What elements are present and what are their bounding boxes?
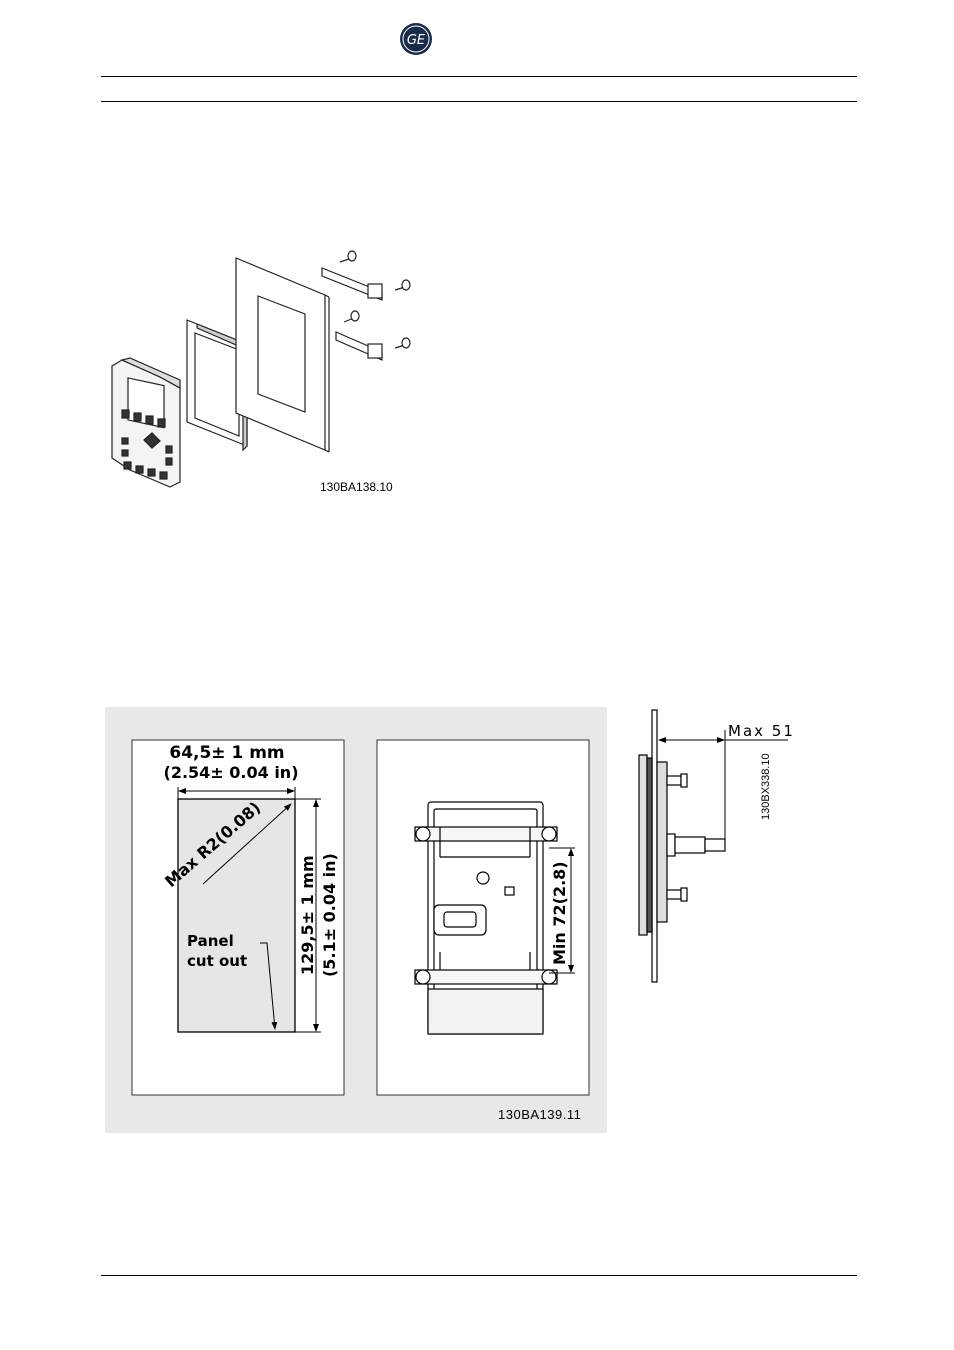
lcp-mounting-kit-illustration — [100, 240, 430, 510]
min-label: Min 72(2.8) — [550, 861, 569, 965]
height-label-in: (5.1± 0.04 in) — [320, 853, 339, 977]
screws — [340, 251, 410, 348]
header-rule-top — [101, 76, 857, 77]
height-label-mm: 129,5± 1 mm — [298, 855, 317, 975]
ge-logo: GE — [399, 22, 433, 56]
max-label: Max 51 — [728, 722, 795, 740]
width-label-mm: 64,5± 1 mm — [169, 743, 284, 763]
lcp-body — [639, 755, 647, 935]
side-view-drawing: Max 51 — [630, 700, 800, 990]
figure-1-code: 130BA138.10 — [320, 480, 393, 494]
panel-wall — [652, 710, 657, 982]
panel-cutout-drawing: 64,5± 1 mm (2.54± 0.04 in) Max R2(0.08) … — [105, 707, 607, 1133]
cutout-label: cut out — [187, 952, 247, 970]
panel-plate — [236, 258, 329, 452]
ge-logo-text: GE — [407, 33, 426, 48]
lcp-rear-view — [415, 802, 557, 1034]
width-label-in: (2.54± 0.04 in) — [164, 763, 299, 782]
figure-3-code: 130BX338.10 — [760, 753, 772, 820]
header-rule-bottom — [101, 101, 857, 102]
footer-rule — [101, 1275, 857, 1276]
panel-label: Panel — [187, 932, 234, 950]
lcp-keypad — [112, 358, 180, 487]
figure-2-code: 130BA139.11 — [498, 1107, 581, 1122]
